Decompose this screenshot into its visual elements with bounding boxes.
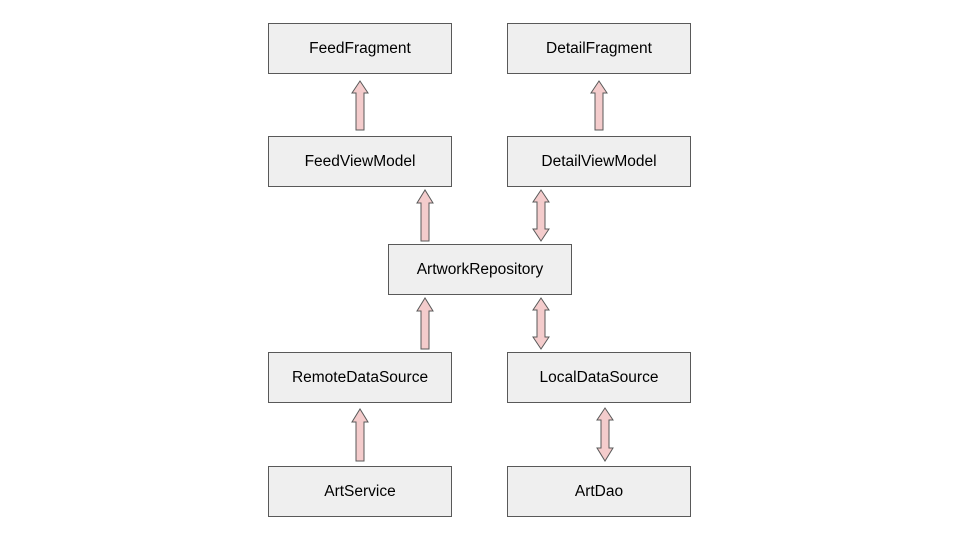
node-remote-data-source: RemoteDataSource bbox=[268, 352, 452, 403]
node-label: ArtService bbox=[324, 482, 396, 500]
node-label: RemoteDataSource bbox=[291, 368, 429, 386]
arrow-up-artservice-to-remote bbox=[351, 408, 369, 462]
arrow-up-feedviewmodel-to-feedfragment bbox=[351, 80, 369, 131]
arrow-up-detailviewmodel-to-detailfragment bbox=[590, 80, 608, 131]
arrow-double-local-repository bbox=[532, 297, 550, 350]
node-label: LocalDataSource bbox=[539, 368, 659, 386]
node-label: FeedFragment bbox=[309, 39, 411, 57]
node-artwork-repository: ArtworkRepository bbox=[388, 244, 572, 295]
arrow-up-remote-to-repository bbox=[416, 297, 434, 350]
node-feed-fragment: FeedFragment bbox=[268, 23, 452, 74]
arrow-up-repository-to-feedviewmodel bbox=[416, 189, 434, 242]
node-art-service: ArtService bbox=[268, 466, 452, 517]
arrow-double-artdao-local bbox=[596, 407, 614, 462]
node-detail-fragment: DetailFragment bbox=[507, 23, 691, 74]
node-feed-view-model: FeedViewModel bbox=[268, 136, 452, 187]
node-detail-view-model: DetailViewModel bbox=[507, 136, 691, 187]
node-label: DetailFragment bbox=[546, 39, 652, 57]
node-label: ArtDao bbox=[574, 482, 624, 500]
node-label: DetailViewModel bbox=[541, 152, 657, 170]
node-label: FeedViewModel bbox=[304, 152, 416, 170]
arrow-double-repository-detailviewmodel bbox=[532, 189, 550, 242]
node-label: ArtworkRepository bbox=[416, 260, 544, 278]
node-art-dao: ArtDao bbox=[507, 466, 691, 517]
node-local-data-source: LocalDataSource bbox=[507, 352, 691, 403]
